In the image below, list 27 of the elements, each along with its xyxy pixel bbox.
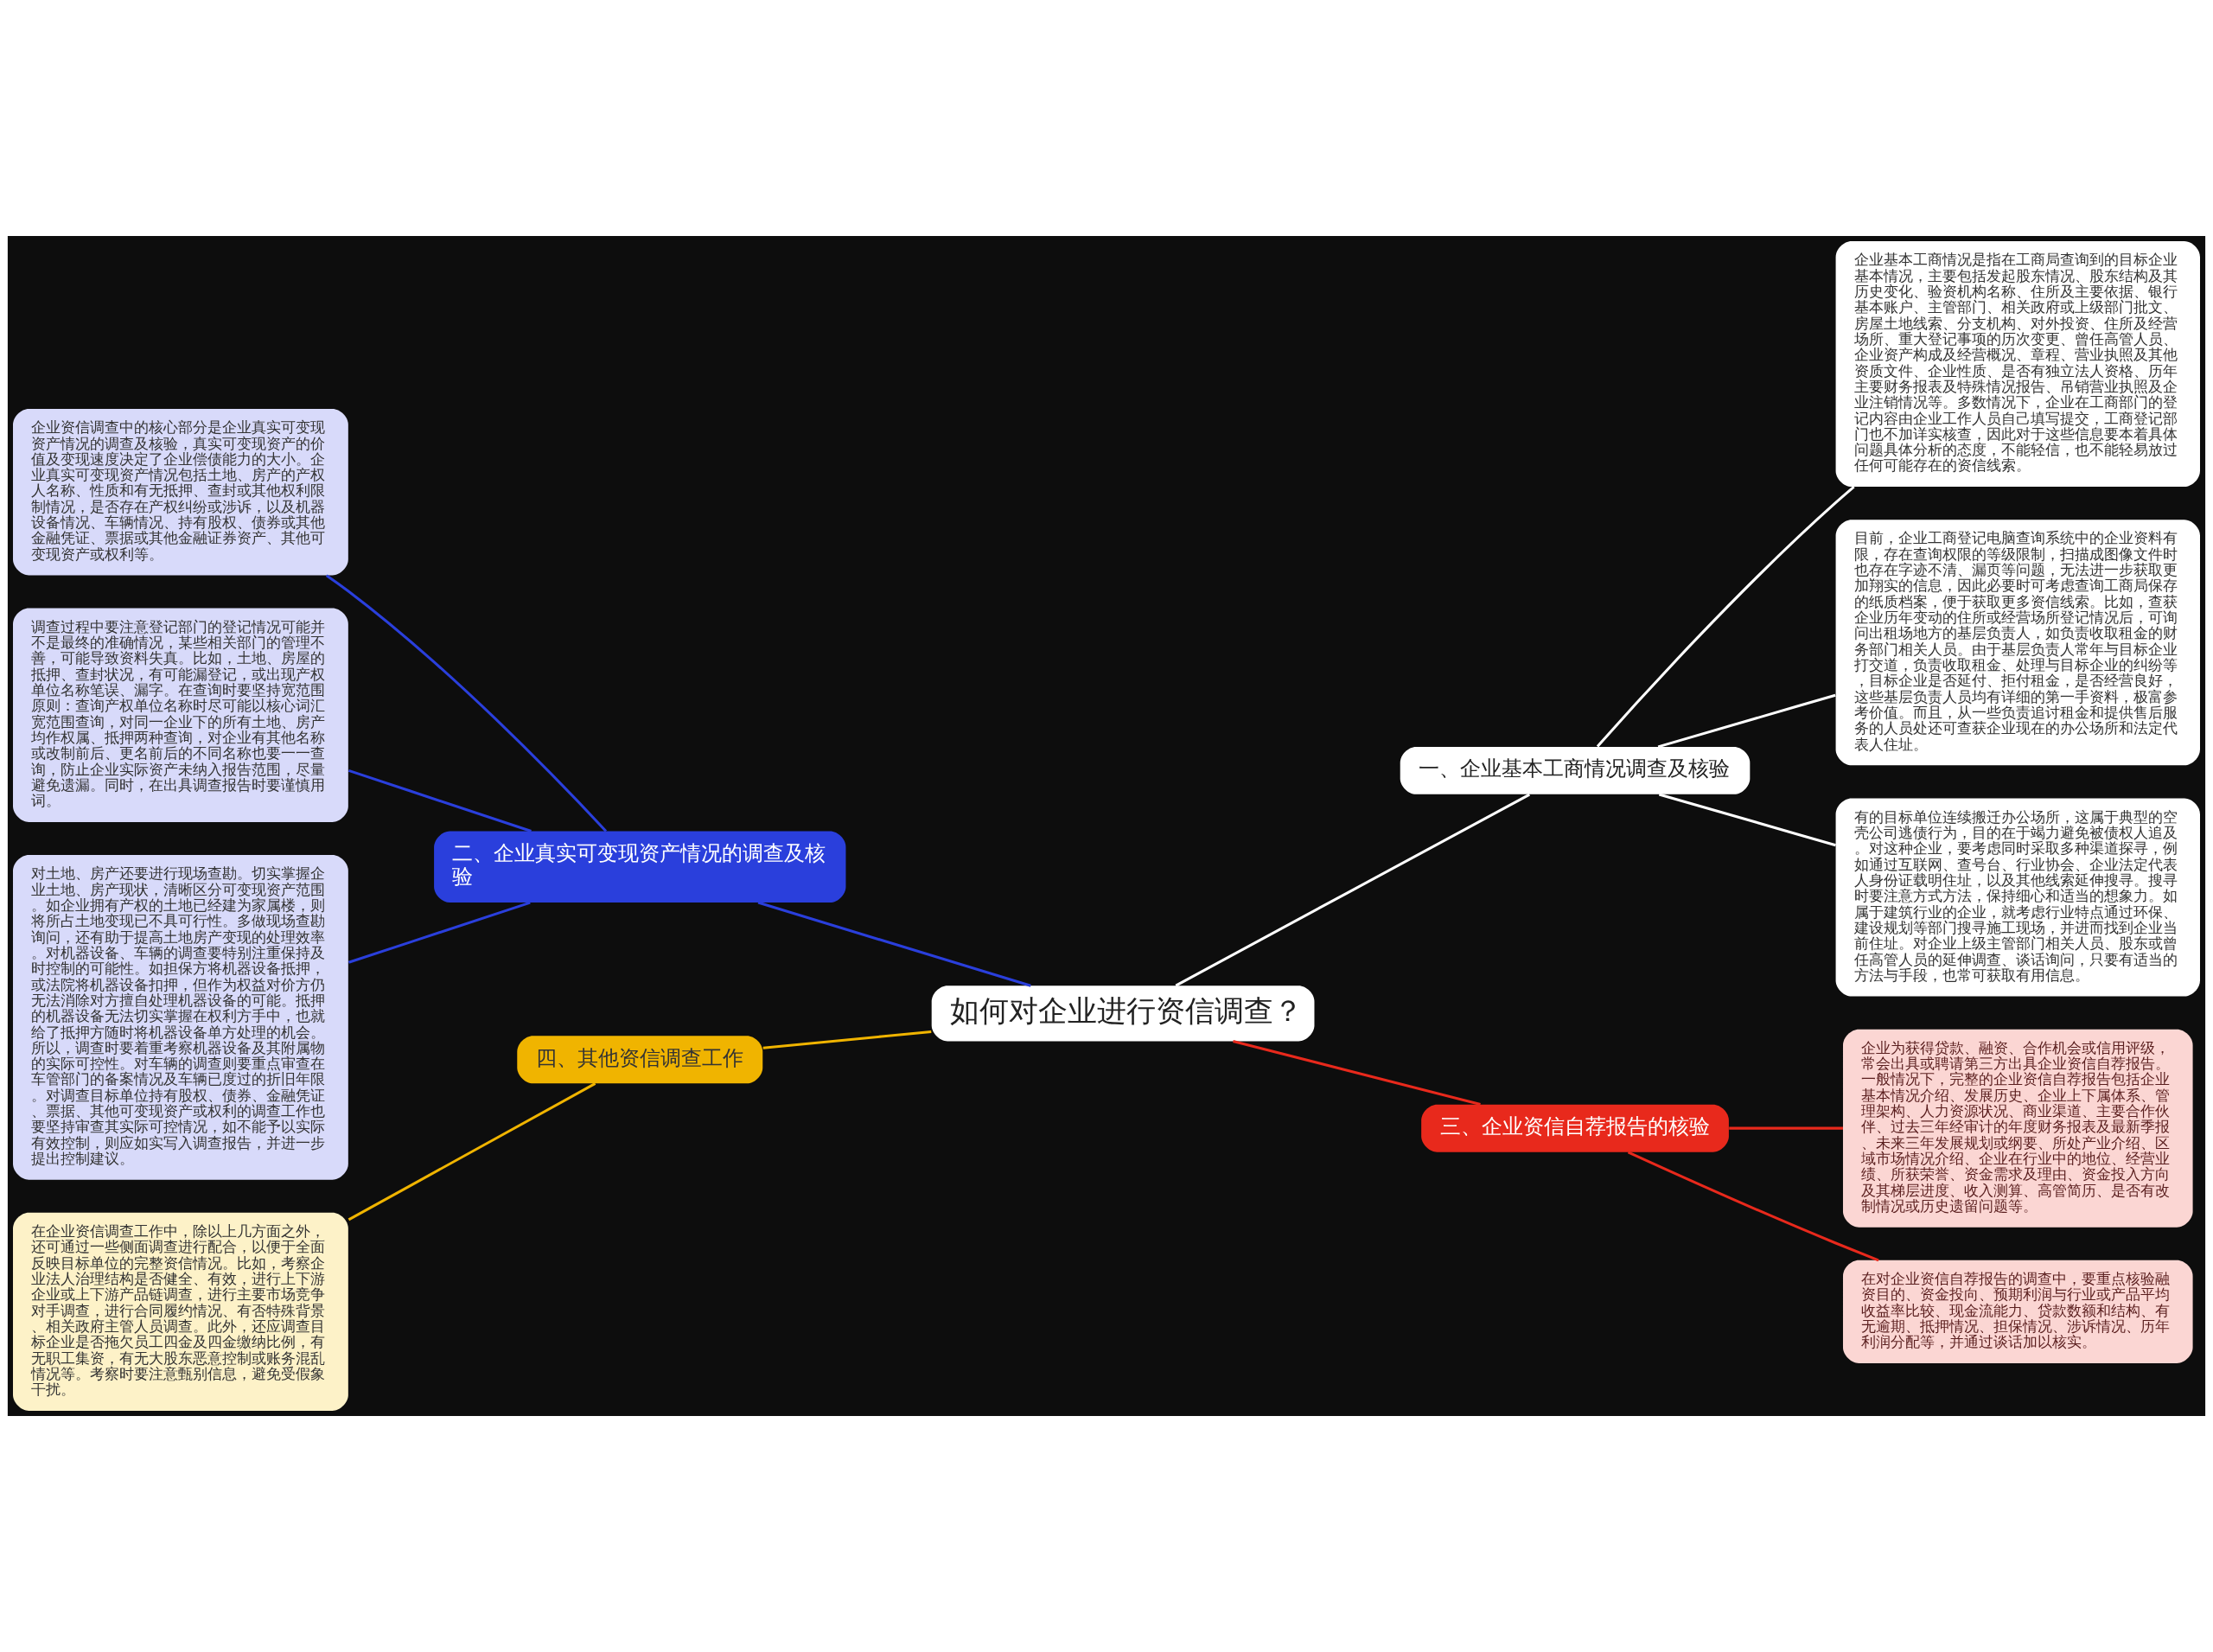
connector bbox=[762, 1030, 932, 1049]
node-box: 在企业资信调查工作中，除以上几方面之外，还可通过一些侧面调查进行配合，以便于全面反映目标单位的完整资信情况。比如，考察企业法人治理结构是否健全、有效，进行上下游企业或上下游产品链调查，进行主要市场竞争对手调查，进行合同履约情况、有否特殊背景、相关政府主管人员调查。此外，还应调查目标企业是否拖欠员工四金及四金缴纳比例，有无职工集资，有无大股东恶意控制或账务混乱情况等。考察时要注意甄别信息，避免受假象干扰。 bbox=[13, 1212, 348, 1411]
connector bbox=[348, 1082, 596, 1221]
node-box: 目前，企业工商登记电脑查询系统中的企业资料有限，存在查询权限的等级限制，扫描成图像文件时也存在字迹不清、漏页等问题，无法进一步获取更加翔实的信息，因此必要时可考虑查询工商局保存的纸质档案，便于获取更多资信线索。比如，查获企业历年变动的住所或经营场所登记情况后，可询问出租场地方的基层负责人，如负责收取租金的财务部门相关人员。由于基层负责人常年与目标企业打交道，负责收取租金、处理与目标企业的纠纷等，目标企业是否延付、拒付租金，是否经营良好，这些基层负责人员均有详细的第一手资料，极富参考价值。而且，从一些负责追讨租金和提供售后服务的人员处还可查获企业现在的办公场所和法定代表人住址。 bbox=[1835, 520, 2200, 766]
node-box: 企业资信调查中的核心部分是企业真实可变现资产情况的调查及核验，真实可变现资产的价值及变现速度决定了企业偿债能力的大小。企业真实可变现资产情况包括土地、房产的产权人名称、性质和有无抵押、查封或其他权利限制情况，是否存在产权纠纷或涉诉，以及机器设备情况、车辆情况、持有股权、债券或其他金融凭证、票据或其他金融证券资产、其他可变现资产或权利等。 bbox=[13, 409, 348, 576]
node-box: 三、企业资信自荐报告的核验 bbox=[1421, 1104, 1729, 1152]
connector bbox=[1729, 1126, 1843, 1130]
connector bbox=[757, 901, 1031, 987]
connector bbox=[1657, 693, 1836, 749]
node-box: 二、企业真实可变现资产情况的调查及核验 bbox=[434, 831, 846, 903]
node-box: 四、其他资信调查工作 bbox=[517, 1036, 763, 1084]
node-box: 对土地、房产还要进行现场查勘。切实掌握企业土地、房产现状，清晰区分可变现资产范围。如企业拥有产权的土地已经建为家属楼，则将所占土地变现已不具可行性。多做现场查勘询问，还有助于提高土地房产变现的处理效率。对机器设备、车辆的调查要特别注重保持及时控制的可能性。如担保方将机器设备抵押，或法院将机器设备扣押，但作为权益对价方仍无法消除对方擅自处理机器设备的可能。抵押的机器设备无法切实掌握在权利方手中，也就给了抵押方随时将机器设备单方处理的机会。所以，调查时要着重考察机器设备及其附属物的实际可控性。对车辆的调查则要重点审查在车管部门的备案情况及车辆已度过的折旧年限。对调查目标单位持有股权、债券、金融凭证、票据、其他可变现资产或权利的调查工作也要坚持审查其实际可控情况，如不能予以实际有效控制，则应如实写入调查报告，并进一步提出控制建议。 bbox=[13, 855, 348, 1180]
connector bbox=[1233, 1040, 1481, 1107]
node-box: 如何对企业进行资信调查？ bbox=[931, 985, 1315, 1042]
connector bbox=[1596, 485, 1855, 748]
connector bbox=[348, 901, 531, 964]
connector bbox=[1658, 793, 1836, 847]
node-box: 在对企业资信自荐报告的调查中，要重点核验融资目的、资金投向、预期利润与行业或产品平均收益率比较、现金流能力、贷款数额和结构、有无逾期、抵押情况、担保情况、涉诉情况、历年利润分配等，并通过谈话加以核实。 bbox=[1843, 1260, 2193, 1363]
node-box: 调查过程中要注意登记部门的登记情况可能并不是最终的准确情况，某些相关部门的管理不善，可能导致资料失真。比如，土地、房屋的抵押、查封状况，有可能漏登记，或出现产权单位名称笔误、漏字。在查询时要坚持宽范围原则：查询产权单位名称时尽可能以核心词汇宽范围查询，对同一企业下的所有土地、房产均作权属、抵押两种查询，对企业有其他名称或改制前后、更名前后的不同名称也要一一查询，防止企业实际资产未纳入报告范围，尽量避免遗漏。同时，在出具调查报告时要谨慎用词。 bbox=[13, 608, 348, 822]
node-box: 企业为获得贷款、融资、合作机会或信用评级，常会出具或聘请第三方出具企业资信自荐报告。一般情况下，完整的企业资信自荐报告包括企业基本情况介绍、发展历史、企业上下属体系、管理架构、人力资源状况、商业渠道、主要合作伙伴、过去三年经审计的年度财务报表及最新季报、未来三年发展规划或纲要、所处产业介绍、区域市场情况介绍、企业在行业中的地位、经营业绩、所获荣誉、资金需求及理由、资金投入方向及其梯层进度、收入测算、高管简历、是否有改制情况或历史遗留问题等。 bbox=[1843, 1029, 2193, 1228]
connector bbox=[1627, 1151, 1879, 1262]
node-box: 一、企业基本工商情况调查及核验 bbox=[1400, 746, 1751, 794]
connector bbox=[348, 769, 532, 832]
node-box: 企业基本工商情况是指在工商局查询到的目标企业基本情况，主要包括发起股东情况、股东结构及其历史变化、验资机构名称、住所及主要依据、银行基本账户、主管部门、相关政府或上级部门批文、房屋土地线索、分支机构、对外投资、住所及经营场所、重大登记事项的历次变更、曾任高管人员、企业资产构成及经营概况、章程、营业执照及其他资质文件、企业性质、是否有独立法人资格、历年主要财务报表及特殊情况报告、吊销营业执照及企业注销情况等。多数情况下，企业在工商部门的登记内容由企业工作人员自己填写提交，工商登记部门也不加详实核查，因此对于这些信息要本着具体问题具体分析的态度，不能轻信，也不能轻易放过任何可能存在的资信线索。 bbox=[1835, 241, 2200, 488]
node-box: 有的目标单位连续搬迁办公场所，这属于典型的空壳公司逃债行为，目的在于竭力避免被债权人追及。对这种企业，要考虑同时采取多种渠道探寻，例如通过互联网、查号台、行业协会、企业法定代表人身份证载明住址，以及其他线索延伸搜寻。搜寻时要注意方式方法，保持细心和适当的想象力。如属于建筑行业的企业，就考虑行业特点通过环保、建设规划等部门搜寻施工现场，并进而找到企业当前住址。对企业上级主管部门相关人员、股东或曾任高管人员的延伸调查、谈话询问，只要有适当的方法与手段，也常可获取有用信息。 bbox=[1835, 798, 2200, 997]
connector bbox=[1175, 793, 1531, 987]
connector bbox=[325, 574, 608, 832]
